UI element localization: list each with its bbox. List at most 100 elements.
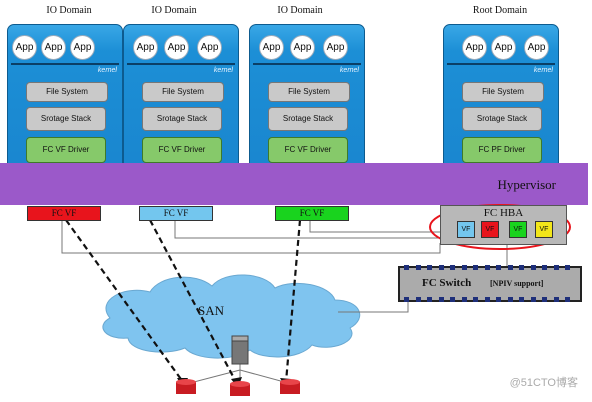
switch-port [484,297,490,302]
switch-port [450,297,455,302]
switch-port [461,297,467,302]
file-system-box: File System [268,82,350,102]
link-line [338,300,409,313]
switch-port [565,297,570,302]
fc-switch: FC Switch [NPIV support] [398,266,582,302]
root-domain: App App App kernel File System Srotage S… [443,24,559,171]
hypervisor-band: Hypervisor [0,163,588,205]
switch-port [450,265,455,270]
storage-stack-box: Srotage Stack [462,107,542,131]
switch-port [496,297,501,302]
file-system-box: File System [462,82,544,102]
dashed-path [284,219,302,383]
switch-port [565,265,570,270]
switch-port [530,265,536,270]
kernel-divider [127,63,235,65]
app-circle: App [323,35,348,60]
app-circle: App [41,35,66,60]
link-line [309,219,440,233]
hba-title: FC HBA [483,207,524,219]
fc-hba: FC HBA VF VF VF VF [440,205,567,245]
storage-disk-2 [230,381,250,396]
vf-box-red: FC VF [27,206,101,221]
watermark: @51CTO博客 [509,377,578,389]
storage-disk-3 [280,379,300,394]
driver-box: FC VF Driver [268,137,348,163]
storage-disk-1 [176,379,196,394]
server-tower [231,339,249,365]
hypervisor-label: Hypervisor [497,177,557,192]
storage-stack-box: Srotage Stack [268,107,348,131]
io-domain-2: App App App kernel File System Srotage S… [123,24,239,171]
switch-port [404,297,409,302]
switch-port [427,265,432,270]
switch-label: FC Switch [422,277,472,289]
driver-box: FC PF Driver [462,137,542,163]
hba-vf-red: VF [481,221,499,238]
dashed-path [65,219,184,383]
switch-port [473,265,478,270]
kernel-label: kernel [97,67,117,74]
switch-port [415,297,421,302]
switch-port [553,265,559,270]
link-line [189,369,241,384]
vf-box-green: FC VF [275,206,349,221]
app-circle: App [164,35,189,60]
driver-box: FC VF Driver [26,137,106,163]
app-circle: App [462,35,487,60]
file-system-box: File System [142,82,224,102]
switch-port [427,297,432,302]
switch-port [542,297,547,302]
switch-port [461,265,467,270]
switch-port [438,265,444,270]
server-tower-top [231,335,249,342]
kernel-label: kernel [339,67,359,74]
switch-port [496,265,501,270]
switch-port [415,265,421,270]
storage-stack-box: Srotage Stack [142,107,222,131]
app-circle: App [491,35,516,60]
switch-port [484,265,490,270]
san-cloud [102,274,361,359]
io-domain-3: App App App kernel File System Srotage S… [249,24,365,171]
file-system-box: File System [26,82,108,102]
switch-port [530,297,536,302]
dashed-path [149,219,237,383]
switch-port [553,297,559,302]
domain-title-3: IO Domain [277,5,323,16]
switch-port [519,265,524,270]
link-line [174,219,440,239]
switch-port [438,297,444,302]
app-circle: App [290,35,315,60]
san-label: SAN [198,303,225,318]
app-circle: App [259,35,284,60]
hba-vf-yellow: VF [535,221,553,238]
vf-box-blue: FC VF [139,206,213,221]
app-circle: App [70,35,95,60]
switch-port [507,265,513,270]
domain-title-root: Root Domain [472,5,528,16]
driver-box: FC VF Driver [142,137,222,163]
hba-vf-blue: VF [457,221,475,238]
hba-vf-green: VF [509,221,527,238]
domain-title-2: IO Domain [151,5,197,16]
kernel-label: kernel [533,67,553,74]
app-circle: App [133,35,158,60]
kernel-divider [253,63,361,65]
domain-title-1: IO Domain [46,5,92,16]
switch-port [507,297,513,302]
app-circle: App [12,35,37,60]
switch-port [519,297,524,302]
switch-sub-label: [NPIV support] [490,279,544,288]
storage-stack-box: Srotage Stack [26,107,106,131]
kernel-label: kernel [213,67,233,74]
kernel-divider [447,63,555,65]
kernel-divider [11,63,119,65]
app-circle: App [524,35,549,60]
app-circle: App [197,35,222,60]
switch-port [473,297,478,302]
link-line [239,369,289,384]
link-line [61,219,441,254]
switch-port [404,265,409,270]
